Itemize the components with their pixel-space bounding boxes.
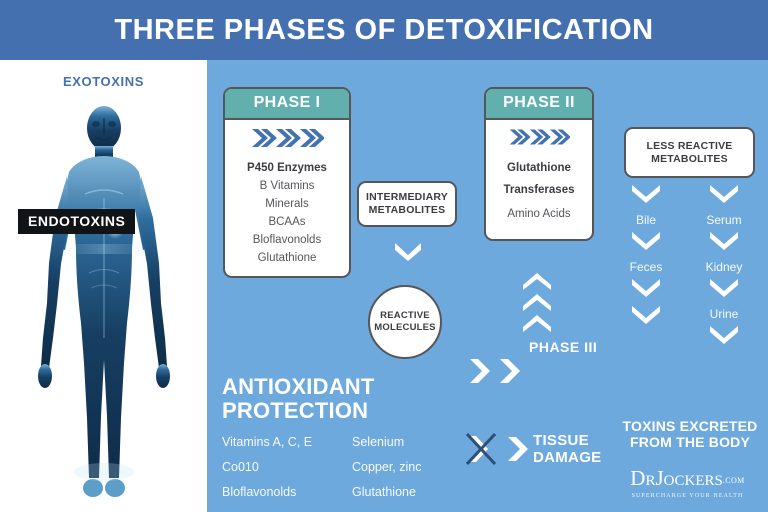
chevron-down-icon <box>694 183 754 209</box>
intermediary-line-2: METABOLITES <box>368 204 446 216</box>
chevron-down-icon <box>616 304 676 330</box>
diagram-canvas: PHASE I P450 Enzymes B Vitamins Minerals… <box>207 60 768 512</box>
intermediary-metabolites-label: INTERMEDIARY METABOLITES <box>366 191 448 217</box>
toxins-excreted-line-2: FROM THE BODY <box>629 434 751 450</box>
phase-1-item: Glutathione <box>257 252 317 264</box>
logo-part-4: OCKERS <box>663 473 723 489</box>
excretion-label-serum: Serum <box>706 213 742 227</box>
antioxidant-item: Vitamins A, C, E <box>222 435 313 449</box>
triple-chevron-right-icon <box>252 129 325 147</box>
antioxidant-item: Co010 <box>222 460 259 474</box>
antioxidant-item: Selenium <box>352 435 405 449</box>
brand-logo-tagline: SUPERCHARGE YOUR HEALTH <box>631 493 744 499</box>
excretion-label-bile: Bile <box>635 213 656 227</box>
phase-1-item: BCAAs <box>268 216 306 228</box>
reactive-line-1: REACTIVE <box>380 310 430 321</box>
less-reactive-metabolites-label: LESS REACTIVE METABOLITES <box>646 140 732 166</box>
logo-domain-suffix: .COM <box>722 476 745 485</box>
logo-part-3: J <box>655 466 664 490</box>
reactive-molecules-label: REACTIVE MOLECULES <box>374 310 435 334</box>
antioxidant-protection-block: ANTIOXIDANT PROTECTION Vitamins A, C, E … <box>222 375 462 500</box>
chevron-right-icon <box>507 435 529 463</box>
body-panel: EXOTOXINS <box>0 60 207 512</box>
tissue-damage-line-1: TISSUE <box>533 432 589 449</box>
reactive-line-2: MOLECULES <box>374 322 436 333</box>
phase-2-heading: PHASE II <box>486 89 592 120</box>
excretion-column-left: Bile Feces <box>616 183 676 331</box>
endotoxins-label: ENDOTOXINS <box>18 209 136 234</box>
phase-1-item: Bloflavonolds <box>252 234 322 246</box>
chevron-up-icon <box>522 293 552 312</box>
brand-logo-wordmark: DRJOCKERS.COM <box>610 468 765 492</box>
triple-chevron-right-icon <box>509 129 571 145</box>
tissue-damage-label: TISSUE DAMAGE <box>533 432 601 466</box>
phase-1-card: PHASE I P450 Enzymes B Vitamins Minerals… <box>223 87 351 278</box>
exotoxins-label: EXOTOXINS <box>62 74 144 89</box>
phase-2-card: PHASE II Glutathione Transferases Amino … <box>484 87 594 241</box>
phase-2-body: Glutathione Transferases Amino Acids <box>486 120 592 239</box>
reactive-to-phase3-arrow <box>469 358 529 384</box>
antioxidant-item: Glutathione <box>352 485 416 499</box>
phase-1-item: P450 Enzymes <box>247 162 327 174</box>
excretion-label-feces: Feces <box>629 260 663 274</box>
chevron-down-icon <box>694 230 754 256</box>
phase-1-body: P450 Enzymes B Vitamins Minerals BCAAs B… <box>225 120 349 276</box>
logo-part-1: D <box>630 466 646 490</box>
chevron-up-icon <box>522 272 552 291</box>
intermediary-metabolites-card: INTERMEDIARY METABOLITES <box>357 181 457 227</box>
chevron-down-icon <box>395 243 421 261</box>
logo-part-2: R <box>645 473 656 489</box>
less-reactive-metabolites-card: LESS REACTIVE METABOLITES <box>624 127 755 178</box>
antioxidant-item: Copper, zinc <box>352 460 422 474</box>
excretion-label-kidney: Kidney <box>705 260 743 274</box>
human-body-silhouette-icon <box>37 106 170 497</box>
excretion-column-right: Serum Kidney Urine <box>694 183 754 351</box>
chevron-down-icon <box>694 277 754 303</box>
phase-1-item: B Vitamins <box>259 180 315 192</box>
antioxidant-item: Bloflavonolds <box>222 485 297 499</box>
chevron-down-icon <box>616 277 676 303</box>
chevron-down-icon <box>694 324 754 350</box>
antioxidant-title-line-1: ANTIOXIDANT <box>222 374 375 399</box>
page-title: THREE PHASES OF DETOXIFICATION <box>114 13 654 46</box>
phase-2-item: Transferases <box>503 184 575 196</box>
less-reactive-line-2: METABOLITES <box>651 152 728 165</box>
chevron-right-icon <box>469 358 491 384</box>
less-reactive-line-1: LESS REACTIVE <box>646 139 733 152</box>
chevron-right-icon <box>499 358 521 384</box>
chevron-down-icon <box>616 183 676 209</box>
blocked-chevron-x-icon <box>465 432 503 466</box>
phase-2-item: Amino Acids <box>507 208 571 220</box>
excretion-label-urine: Urine <box>709 307 739 321</box>
chevron-up-icon <box>522 314 552 333</box>
phase-3-up-arrows <box>522 272 552 335</box>
reactive-molecules-node: REACTIVE MOLECULES <box>368 285 442 359</box>
toxins-excreted-line-1: TOXINS EXCRETED <box>622 418 758 434</box>
tissue-damage-group: TISSUE DAMAGE <box>465 432 601 466</box>
intermediary-down-arrow <box>394 241 422 261</box>
antioxidant-list: Vitamins A, C, E Selenium Co010 Copper, … <box>222 435 462 499</box>
toxins-excreted-label: TOXINS EXCRETED FROM THE BODY <box>615 418 765 450</box>
chevron-down-icon <box>616 230 676 256</box>
phase-2-item: Glutathione <box>507 162 571 174</box>
phase-3-label: PHASE III <box>529 339 598 355</box>
phase-1-item: Minerals <box>265 198 309 210</box>
phase-1-heading: PHASE I <box>225 89 349 120</box>
intermediary-line-1: INTERMEDIARY <box>366 191 448 203</box>
antioxidant-title: ANTIOXIDANT PROTECTION <box>222 375 462 423</box>
page-header: THREE PHASES OF DETOXIFICATION <box>0 0 768 60</box>
tissue-damage-line-2: DAMAGE <box>533 449 602 466</box>
antioxidant-title-line-2: PROTECTION <box>222 398 369 423</box>
brand-logo[interactable]: DRJOCKERS.COM SUPERCHARGE YOUR HEALTH <box>610 468 765 500</box>
